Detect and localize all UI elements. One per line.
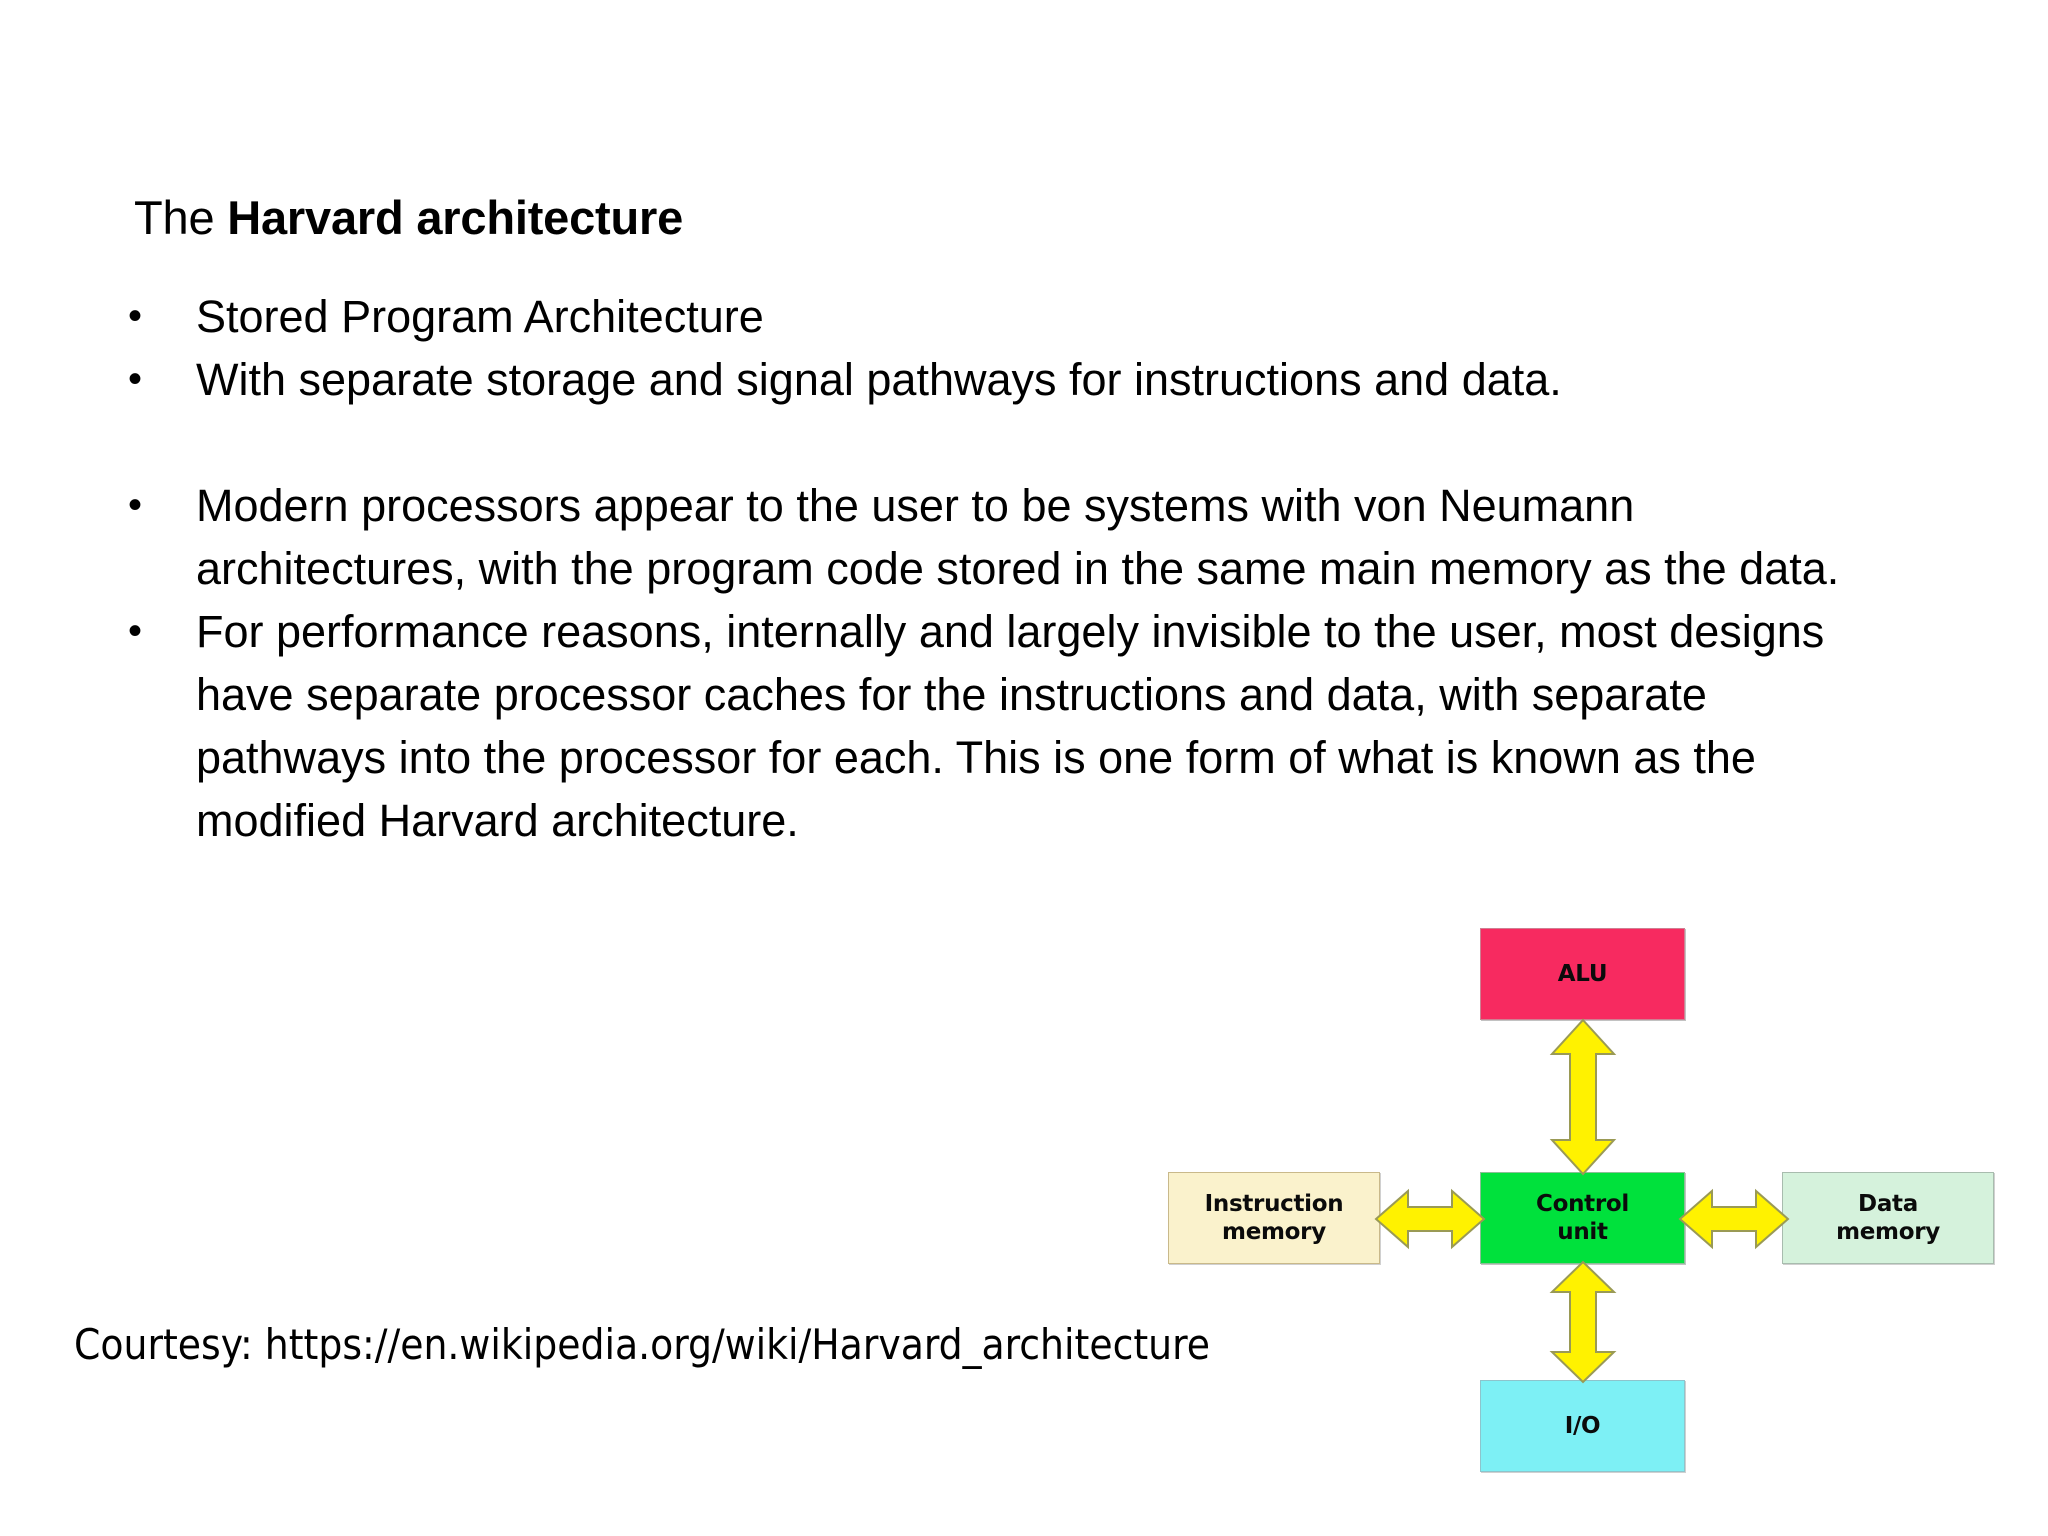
diagram-node-data-memory: Data memory	[1782, 1172, 1994, 1264]
list-item-label: Stored Program Architecture	[196, 291, 764, 342]
diagram-node-data-memory-label: Data memory	[1836, 1190, 1940, 1246]
list-item-label: For performance reasons, internally and …	[196, 606, 1825, 846]
bullet-marker-icon: •	[128, 357, 143, 401]
bullet-marker-icon: •	[128, 483, 143, 527]
list-item: • With separate storage and signal pathw…	[128, 348, 1908, 411]
title-lead: The	[134, 191, 228, 245]
control-label-line2: unit	[1557, 1219, 1608, 1245]
list-item-label: With separate storage and signal pathway…	[196, 354, 1562, 405]
instruction-label-line1: Instruction	[1204, 1191, 1344, 1217]
diagram-node-alu-label: ALU	[1557, 961, 1608, 987]
double-arrow-vertical-icon	[1549, 1018, 1617, 1176]
list-spacer	[128, 411, 1908, 474]
list-item: • Stored Program Architecture	[128, 285, 1908, 348]
data-label-line1: Data	[1858, 1191, 1918, 1217]
list-item-label: Modern processors appear to the user to …	[196, 480, 1840, 594]
diagram-node-instruction-memory-label: Instruction memory	[1205, 1190, 1344, 1246]
bullet-marker-icon: •	[128, 294, 143, 338]
bullet-list: • Stored Program Architecture • With sep…	[128, 285, 1908, 852]
data-label-line2: memory	[1836, 1219, 1940, 1245]
instruction-label-line2: memory	[1222, 1219, 1326, 1245]
title-emphasis: Harvard architecture	[227, 191, 684, 245]
double-arrow-vertical-icon	[1549, 1260, 1617, 1384]
diagram-node-control-unit-label: Control unit	[1536, 1190, 1629, 1246]
harvard-architecture-diagram: ALU Control unit Instruction memory Data…	[1160, 910, 2040, 1472]
list-item: • Modern processors appear to the user t…	[128, 474, 1908, 600]
diagram-node-io-label: I/O	[1564, 1413, 1601, 1439]
diagram-node-io: I/O	[1480, 1380, 1685, 1472]
control-label-line1: Control	[1536, 1191, 1629, 1217]
double-arrow-horizontal-icon	[1678, 1188, 1790, 1250]
page-title: The Harvard architecture	[134, 191, 683, 245]
courtesy-attribution: Courtesy: https://en.wikipedia.org/wiki/…	[74, 1320, 1210, 1369]
diagram-node-instruction-memory: Instruction memory	[1168, 1172, 1380, 1264]
list-item: • For performance reasons, internally an…	[128, 600, 1908, 852]
bullet-marker-icon: •	[128, 609, 143, 653]
diagram-node-alu: ALU	[1480, 928, 1685, 1020]
double-arrow-horizontal-icon	[1374, 1188, 1486, 1250]
diagram-node-control-unit: Control unit	[1480, 1172, 1685, 1264]
